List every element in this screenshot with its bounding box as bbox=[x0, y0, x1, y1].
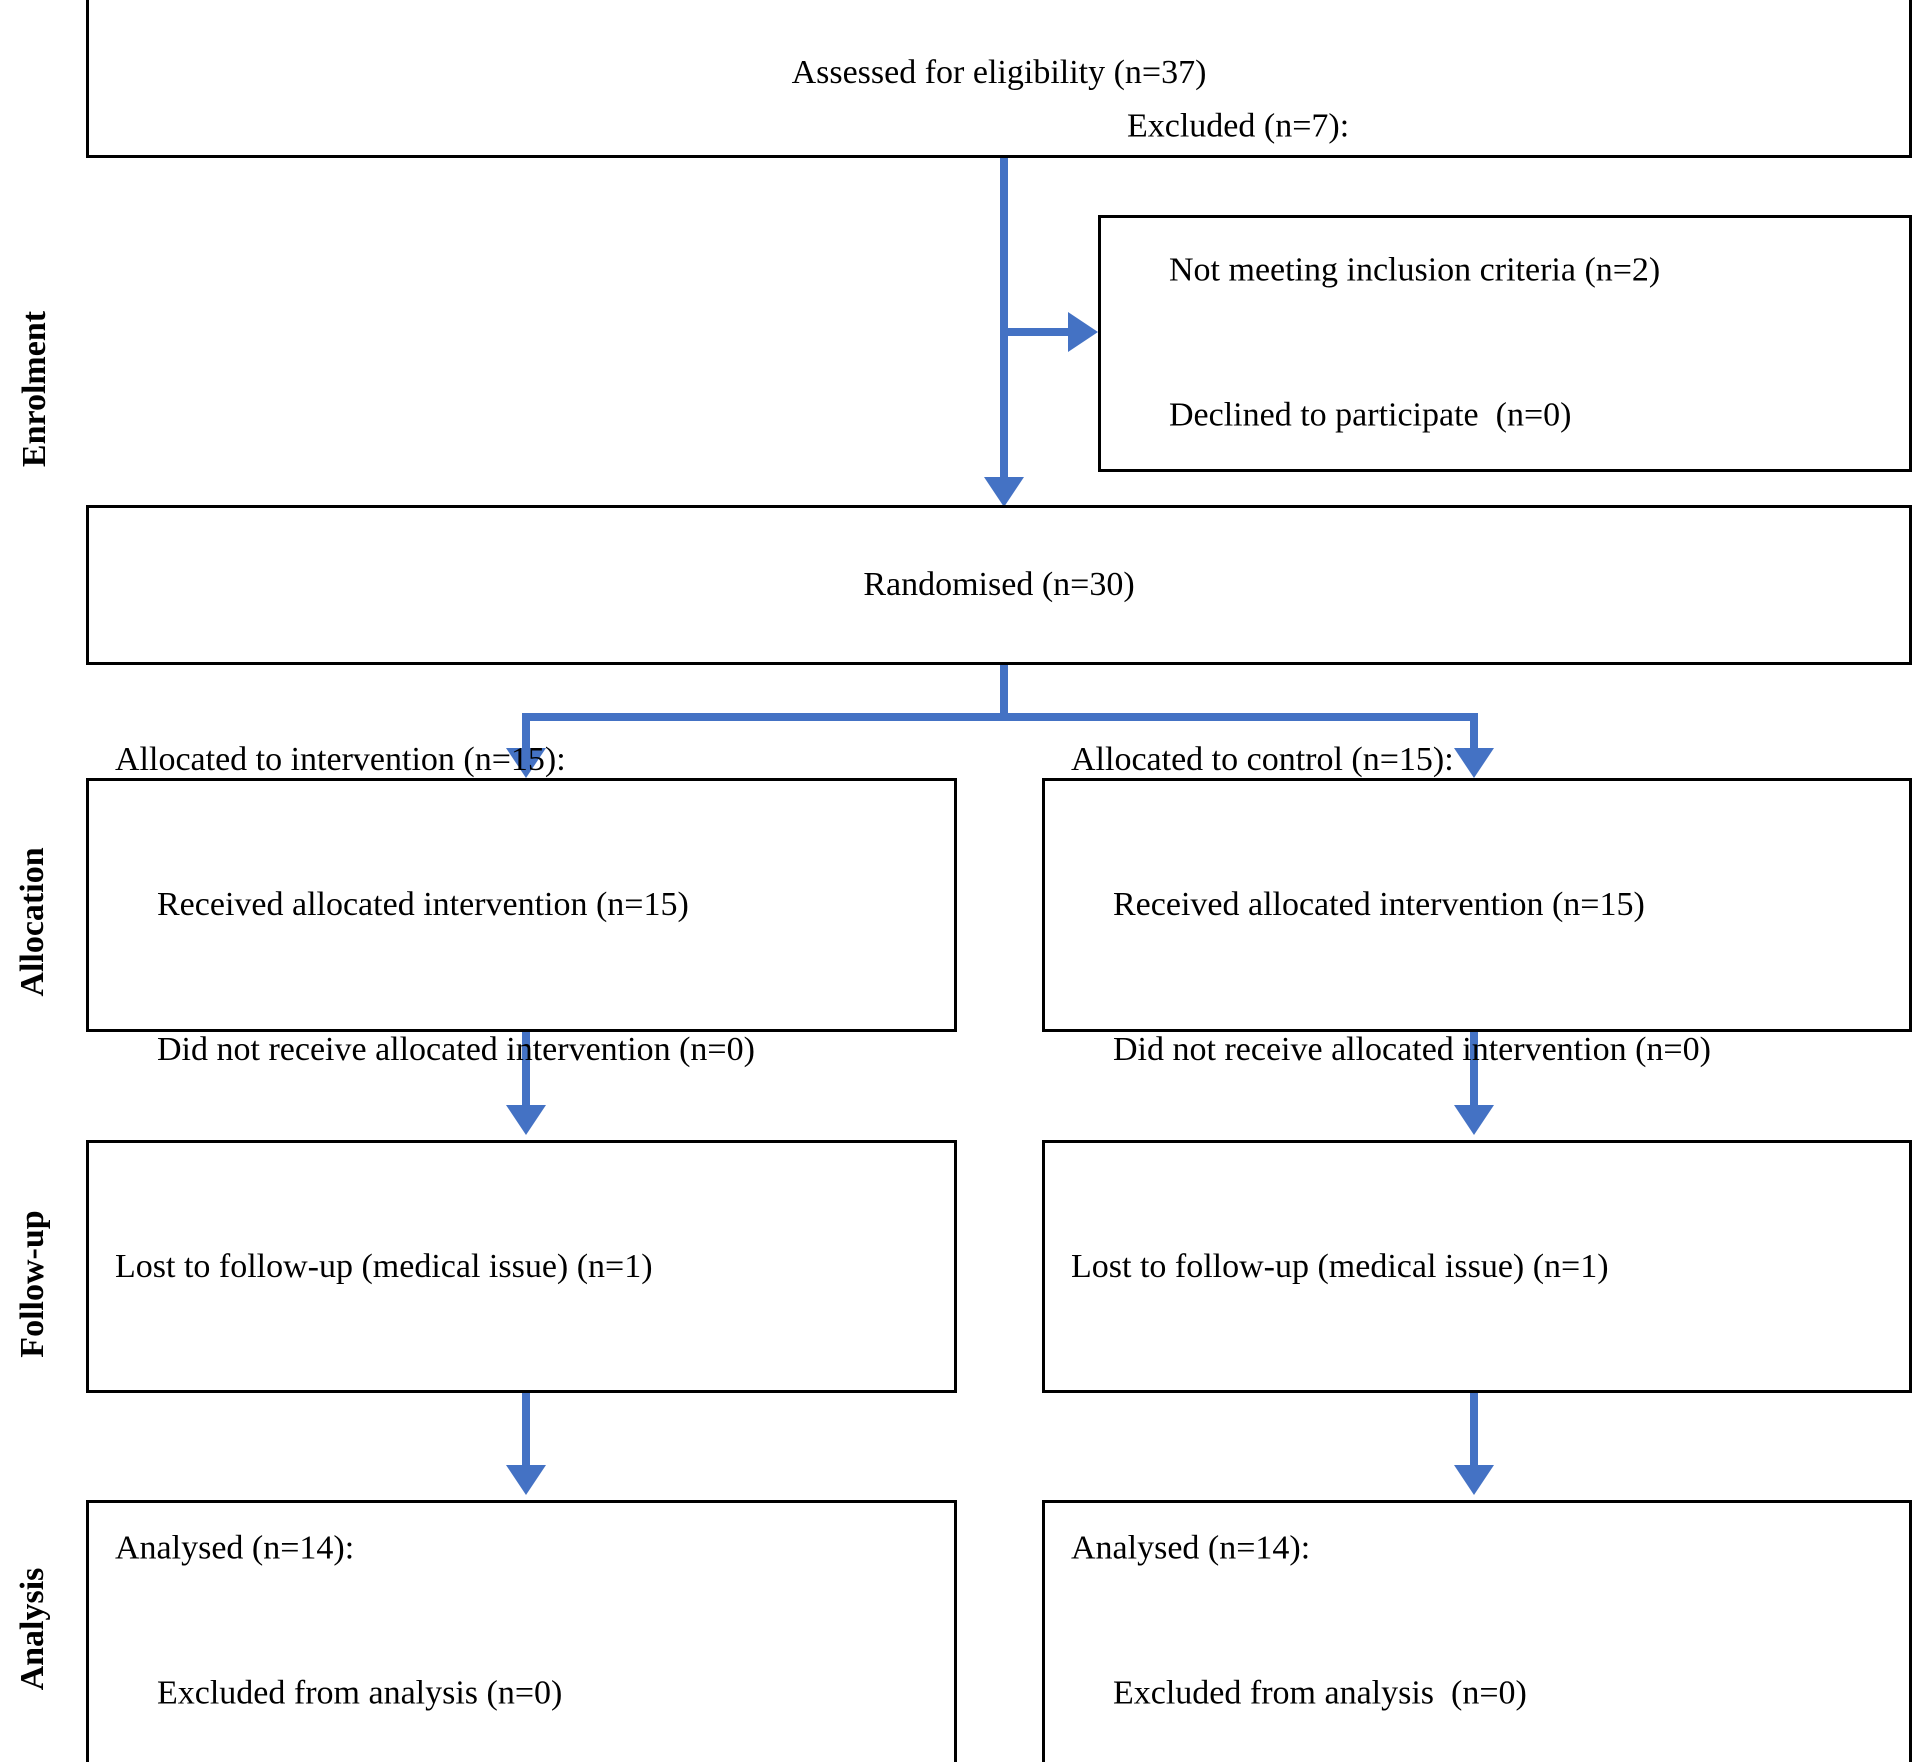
node-followup-intervention-text: Lost to follow-up (medical issue) (n=1) bbox=[115, 1247, 653, 1285]
stage-label-enrolment-text: Enrolment bbox=[16, 310, 53, 468]
connector-control-followup-to-analysis bbox=[1470, 1392, 1478, 1470]
node-analysed-control: Analysed (n=14): Excluded from analysis … bbox=[1042, 1500, 1912, 1762]
node-analysed-control-item-0: Excluded from analysis (n=0) bbox=[1113, 1674, 1527, 1712]
arrow-control-followup-to-analysis bbox=[1454, 1465, 1494, 1495]
node-allocated-intervention-lines: Allocated to intervention (n=15): Receiv… bbox=[115, 640, 954, 1171]
node-allocated-intervention-heading: Allocated to intervention (n=15): bbox=[115, 741, 566, 779]
node-analysed-intervention: Analysed (n=14): Excluded from analysis … bbox=[86, 1500, 957, 1762]
node-excluded-heading: Excluded (n=7): bbox=[1127, 107, 1350, 145]
arrow-randomised-to-intervention bbox=[506, 748, 546, 778]
node-excluded: Excluded (n=7): Not meeting inclusion cr… bbox=[1098, 107, 1912, 579]
node-allocated-intervention-item-1: Did not receive allocated intervention (… bbox=[157, 1030, 755, 1068]
arrow-intervention-allocation-to-followup bbox=[506, 1105, 546, 1135]
connector-randomised-stem bbox=[1000, 665, 1008, 717]
connector-assessed-to-excluded bbox=[1000, 328, 1070, 336]
node-excluded-item-1: Declined to participate (n=0) bbox=[1169, 396, 1572, 434]
connector-intervention-allocation-to-followup bbox=[522, 1032, 530, 1110]
node-analysed-intervention-heading: Analysed (n=14): bbox=[115, 1529, 355, 1567]
node-analysed-intervention-item-0: Excluded from analysis (n=0) bbox=[157, 1674, 563, 1712]
node-followup-control-text: Lost to follow-up (medical issue) (n=1) bbox=[1071, 1247, 1609, 1285]
node-allocated-control-item-1: Did not receive allocated intervention (… bbox=[1113, 1030, 1711, 1068]
arrow-assessed-to-randomised bbox=[984, 477, 1024, 507]
connector-randomised-to-intervention bbox=[522, 713, 530, 755]
connector-randomised-to-control bbox=[1470, 713, 1478, 755]
node-assessed-for-eligibility: Assessed for eligibility (n=37) bbox=[86, 0, 1912, 158]
connector-assessed-to-randomised bbox=[1000, 157, 1008, 485]
arrow-intervention-followup-to-analysis bbox=[506, 1465, 546, 1495]
stage-label-followup: Follow-up bbox=[14, 1154, 52, 1414]
node-randomised: Randomised (n=30) bbox=[86, 505, 1912, 665]
arrow-randomised-to-control bbox=[1454, 748, 1494, 778]
node-analysed-intervention-lines: Analysed (n=14): Excluded from analysis … bbox=[115, 1428, 954, 1762]
connector-control-allocation-to-followup bbox=[1470, 1032, 1478, 1110]
connector-intervention-followup-to-analysis bbox=[522, 1392, 530, 1470]
arrow-assessed-to-excluded bbox=[1068, 312, 1098, 352]
stage-label-followup-text: Follow-up bbox=[14, 1210, 51, 1358]
node-allocated-control-item-0: Received allocated intervention (n=15) bbox=[1113, 885, 1645, 923]
node-allocated-control-lines: Allocated to control (n=15): Received al… bbox=[1071, 640, 1909, 1171]
node-allocated-control-heading: Allocated to control (n=15): bbox=[1071, 741, 1454, 779]
stage-label-analysis-text: Analysis bbox=[14, 1567, 51, 1691]
stage-label-analysis: Analysis bbox=[14, 1499, 52, 1759]
node-allocated-intervention-item-0: Received allocated intervention (n=15) bbox=[157, 885, 689, 923]
stage-label-allocation-text: Allocation bbox=[14, 847, 51, 997]
node-followup-control: Lost to follow-up (medical issue) (n=1) bbox=[1042, 1140, 1912, 1393]
node-assessed-text: Assessed for eligibility (n=37) bbox=[791, 53, 1207, 91]
node-randomised-text: Randomised (n=30) bbox=[863, 565, 1135, 603]
node-analysed-control-lines: Analysed (n=14): Excluded from analysis … bbox=[1071, 1428, 1909, 1762]
connector-randomised-splitter bbox=[522, 713, 1478, 721]
node-allocated-control: Allocated to control (n=15): Received al… bbox=[1042, 741, 1912, 1068]
node-allocated-intervention: Allocated to intervention (n=15): Receiv… bbox=[86, 741, 957, 1068]
node-analysed-control-heading: Analysed (n=14): bbox=[1071, 1529, 1311, 1567]
node-excluded-item-0: Not meeting inclusion criteria (n=2) bbox=[1169, 251, 1661, 289]
arrow-control-allocation-to-followup bbox=[1454, 1105, 1494, 1135]
stage-label-enrolment: Enrolment bbox=[16, 259, 54, 519]
node-followup-intervention: Lost to follow-up (medical issue) (n=1) bbox=[86, 1140, 957, 1393]
stage-label-allocation: Allocation bbox=[14, 792, 52, 1052]
